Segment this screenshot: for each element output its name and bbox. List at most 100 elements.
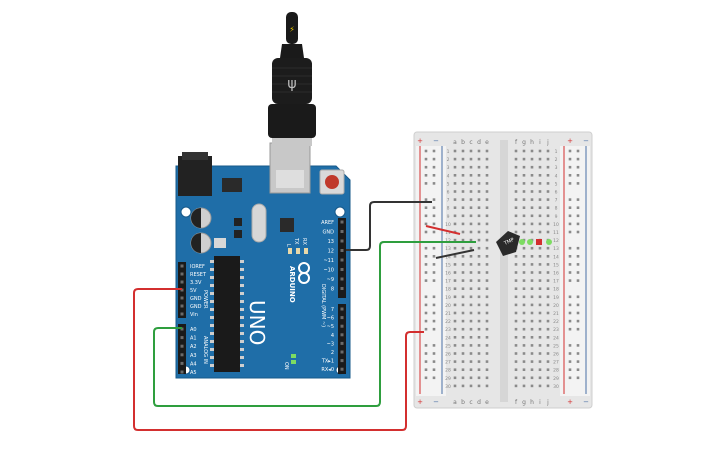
breadboard-hole[interactable] (522, 327, 526, 331)
breadboard-hole[interactable] (514, 149, 518, 153)
breadboard-hole[interactable] (538, 352, 542, 355)
rail-hole[interactable] (568, 157, 572, 161)
breadboard-hole[interactable] (546, 303, 550, 307)
breadboard-hole[interactable] (461, 222, 465, 226)
breadboard-hole[interactable] (522, 311, 526, 315)
rail-hole[interactable] (432, 255, 436, 258)
breadboard-hole[interactable] (453, 352, 457, 355)
rail-hole[interactable] (432, 352, 436, 355)
breadboard-hole[interactable] (477, 246, 481, 250)
rail-hole[interactable] (568, 165, 572, 169)
rail-hole[interactable] (432, 271, 436, 274)
breadboard-hole[interactable] (546, 157, 550, 161)
breadboard-hole[interactable] (477, 287, 481, 290)
breadboard-hole[interactable] (461, 206, 465, 209)
breadboard-hole[interactable] (469, 360, 473, 363)
rail-hole[interactable] (576, 255, 580, 258)
rail-hole[interactable] (576, 344, 580, 347)
breadboard-hole[interactable] (546, 344, 550, 347)
breadboard-hole[interactable] (538, 336, 542, 339)
breadboard-hole[interactable] (546, 174, 550, 177)
breadboard-hole[interactable] (530, 344, 534, 347)
breadboard-hole[interactable] (469, 311, 473, 315)
rail-hole[interactable] (576, 157, 580, 161)
breadboard-hole[interactable] (546, 279, 550, 282)
header-pin[interactable] (180, 272, 184, 276)
jumper-power[interactable] (425, 225, 461, 235)
breadboard-hole[interactable] (522, 206, 526, 209)
breadboard-hole[interactable] (453, 263, 457, 266)
breadboard-hole[interactable] (530, 206, 534, 209)
breadboard-hole[interactable] (546, 165, 550, 169)
breadboard-hole[interactable] (461, 230, 465, 234)
rail-hole[interactable] (424, 165, 428, 169)
breadboard-hole[interactable] (453, 246, 457, 250)
breadboard-hole[interactable] (477, 149, 481, 153)
usb-cable[interactable]: ⚡ ψ (268, 12, 316, 146)
breadboard-hole[interactable] (546, 255, 550, 258)
breadboard-hole[interactable] (461, 360, 465, 363)
breadboard-hole[interactable] (453, 303, 457, 307)
rail-hole[interactable] (576, 295, 580, 299)
breadboard-hole[interactable] (469, 287, 473, 290)
rail-hole[interactable] (568, 255, 572, 258)
breadboard-hole[interactable] (546, 190, 550, 193)
breadboard-hole[interactable] (485, 246, 489, 250)
wires[interactable] (133, 201, 476, 431)
breadboard-hole[interactable] (453, 214, 457, 218)
breadboard-hole[interactable] (538, 384, 542, 388)
rail-hole[interactable] (432, 360, 436, 363)
breadboard-hole[interactable] (453, 238, 457, 242)
breadboard-hole[interactable] (538, 214, 542, 218)
rail-hole[interactable] (424, 344, 428, 347)
breadboard-hole[interactable] (477, 238, 481, 242)
rail-hole[interactable] (432, 222, 436, 226)
breadboard-hole[interactable] (461, 336, 465, 339)
breadboard-hole[interactable] (469, 190, 473, 193)
breadboard-hole[interactable] (514, 336, 518, 339)
breadboard-hole[interactable] (530, 271, 534, 274)
breadboard-hole[interactable] (514, 287, 518, 290)
header-pin[interactable] (340, 307, 344, 311)
rail-hole[interactable] (424, 198, 428, 201)
rail-hole[interactable] (568, 246, 572, 250)
breadboard-hole[interactable] (530, 319, 534, 323)
header-pin[interactable] (340, 359, 344, 363)
breadboard-hole[interactable] (514, 230, 518, 234)
breadboard-hole[interactable] (461, 376, 465, 380)
rail-hole[interactable] (424, 206, 428, 209)
header-pin[interactable] (180, 312, 184, 316)
breadboard-hole[interactable] (469, 368, 473, 371)
rail-hole[interactable] (432, 214, 436, 218)
breadboard-hole[interactable] (514, 165, 518, 169)
breadboard-hole[interactable] (514, 198, 518, 201)
breadboard-hole[interactable] (522, 255, 526, 258)
breadboard-hole[interactable] (522, 271, 526, 274)
breadboard-hole[interactable] (485, 384, 489, 388)
breadboard-hole[interactable] (477, 319, 481, 323)
header-pin[interactable] (180, 370, 184, 374)
rail-hole[interactable] (568, 295, 572, 299)
digital-header-top[interactable] (338, 218, 346, 298)
rail-hole[interactable] (432, 246, 436, 250)
rail-hole[interactable] (568, 271, 572, 274)
rail-hole[interactable] (568, 222, 572, 226)
rail-hole[interactable] (432, 174, 436, 177)
breadboard-hole[interactable] (538, 271, 542, 274)
header-pin[interactable] (340, 249, 344, 252)
rail-hole[interactable] (432, 230, 436, 234)
breadboard-hole[interactable] (485, 222, 489, 226)
breadboard-hole[interactable] (514, 352, 518, 355)
rail-hole[interactable] (568, 149, 572, 153)
rail-hole[interactable] (432, 303, 436, 307)
breadboard-hole[interactable] (469, 327, 473, 331)
breadboard-hole[interactable] (461, 149, 465, 153)
breadboard-hole[interactable] (453, 174, 457, 177)
breadboard-hole[interactable] (522, 174, 526, 177)
breadboard-hole[interactable] (522, 149, 526, 153)
breadboard-hole[interactable] (469, 174, 473, 177)
breadboard-hole[interactable] (522, 376, 526, 380)
breadboard-hole[interactable] (530, 368, 534, 371)
breadboard-hole[interactable] (477, 295, 481, 299)
